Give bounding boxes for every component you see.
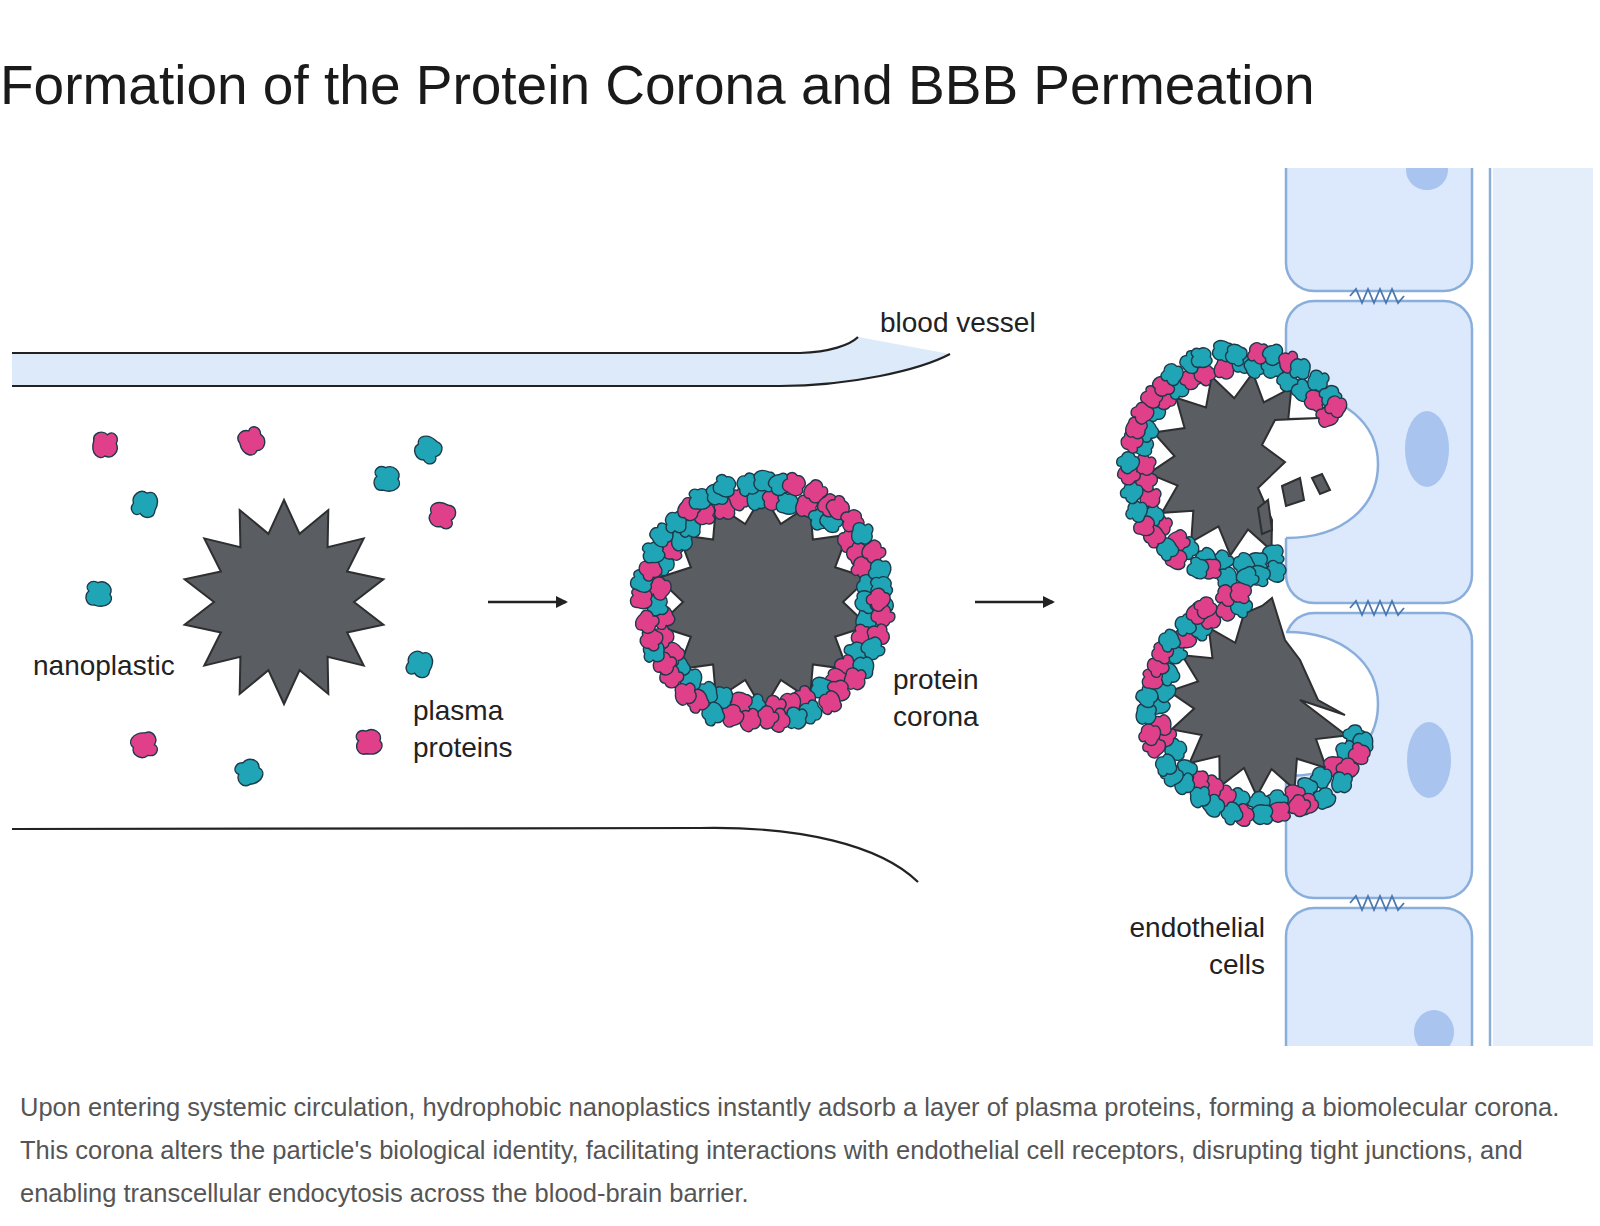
plastic-fragment xyxy=(1312,474,1330,494)
plasma-protein xyxy=(1331,771,1353,794)
nanoplastic-particles xyxy=(185,339,1375,829)
plasma-protein xyxy=(633,608,662,637)
plasma-protein xyxy=(864,585,893,615)
endothelial-cell xyxy=(1286,168,1472,291)
endocytic-pit xyxy=(1278,392,1378,538)
plasma-protein-group xyxy=(86,424,458,789)
basement-line xyxy=(1489,168,1492,1046)
plasma-protein xyxy=(1223,342,1249,368)
plasma-protein xyxy=(711,473,738,499)
plasma-protein xyxy=(374,466,400,491)
vessel-wall-line xyxy=(12,354,950,386)
flow-arrow xyxy=(975,601,1053,604)
nucleus xyxy=(1406,168,1448,190)
vessel-wall-band xyxy=(12,337,950,386)
part-label: plasma proteins xyxy=(413,692,538,766)
plasma-protein xyxy=(405,649,435,680)
nanoplastic-particle xyxy=(1169,598,1347,796)
plasma-protein xyxy=(1190,347,1212,368)
tight-junction xyxy=(1350,601,1404,615)
tight-junction xyxy=(1350,896,1404,910)
part-label: blood vessel xyxy=(880,304,1080,341)
plasma-protein xyxy=(355,728,383,755)
element-label: nanoplastic xyxy=(33,647,203,684)
basement-band xyxy=(1493,168,1593,1046)
plasma-protein xyxy=(232,756,265,789)
plastic-fragment xyxy=(1258,500,1272,534)
plastic-fragment xyxy=(1282,478,1304,506)
plasma-protein xyxy=(86,581,112,606)
vessel-wall-line xyxy=(12,337,858,353)
plasma-protein xyxy=(411,433,445,467)
illustrated-element: protein corona xyxy=(636,475,890,729)
nanoplastic-particle xyxy=(1149,373,1320,556)
element-label: endothelial cells xyxy=(1084,909,1265,983)
plasma-protein xyxy=(1114,448,1142,476)
tight-junctions xyxy=(1350,289,1404,910)
element-label: protein corona xyxy=(893,661,1013,735)
plasma-protein xyxy=(427,500,458,530)
nucleus xyxy=(1414,1010,1454,1046)
nanoplastic-particle xyxy=(658,494,869,710)
nucleus xyxy=(1407,722,1451,798)
plasma-protein xyxy=(1185,555,1211,581)
plasma-protein xyxy=(1290,358,1311,380)
plasma-protein xyxy=(1252,804,1273,824)
pit-membrane xyxy=(1286,392,1378,538)
plasma-protein xyxy=(1229,581,1253,604)
illustrated-element: nanoplastic xyxy=(182,500,386,704)
vessel-wall-line xyxy=(12,828,918,882)
endothelium xyxy=(1278,168,1593,1046)
plasma-protein xyxy=(235,424,269,458)
tight-junction xyxy=(1350,289,1404,303)
nucleus xyxy=(1405,411,1449,487)
title: Formation of the Protein Corona and BBB … xyxy=(0,52,1315,118)
nanoplastic-particle xyxy=(185,500,384,704)
plasma-protein xyxy=(93,432,117,457)
illustrated-element: endothelial cells xyxy=(1284,168,1474,1046)
plasma-protein xyxy=(1323,393,1349,419)
plasma-protein xyxy=(129,730,160,760)
caption: Upon entering systemic circulation, hydr… xyxy=(20,1086,1565,1215)
plasma-protein xyxy=(130,489,159,519)
plasma-protein xyxy=(1137,721,1163,747)
flow-arrow xyxy=(488,601,566,604)
endothelial-cell xyxy=(1286,908,1472,1046)
